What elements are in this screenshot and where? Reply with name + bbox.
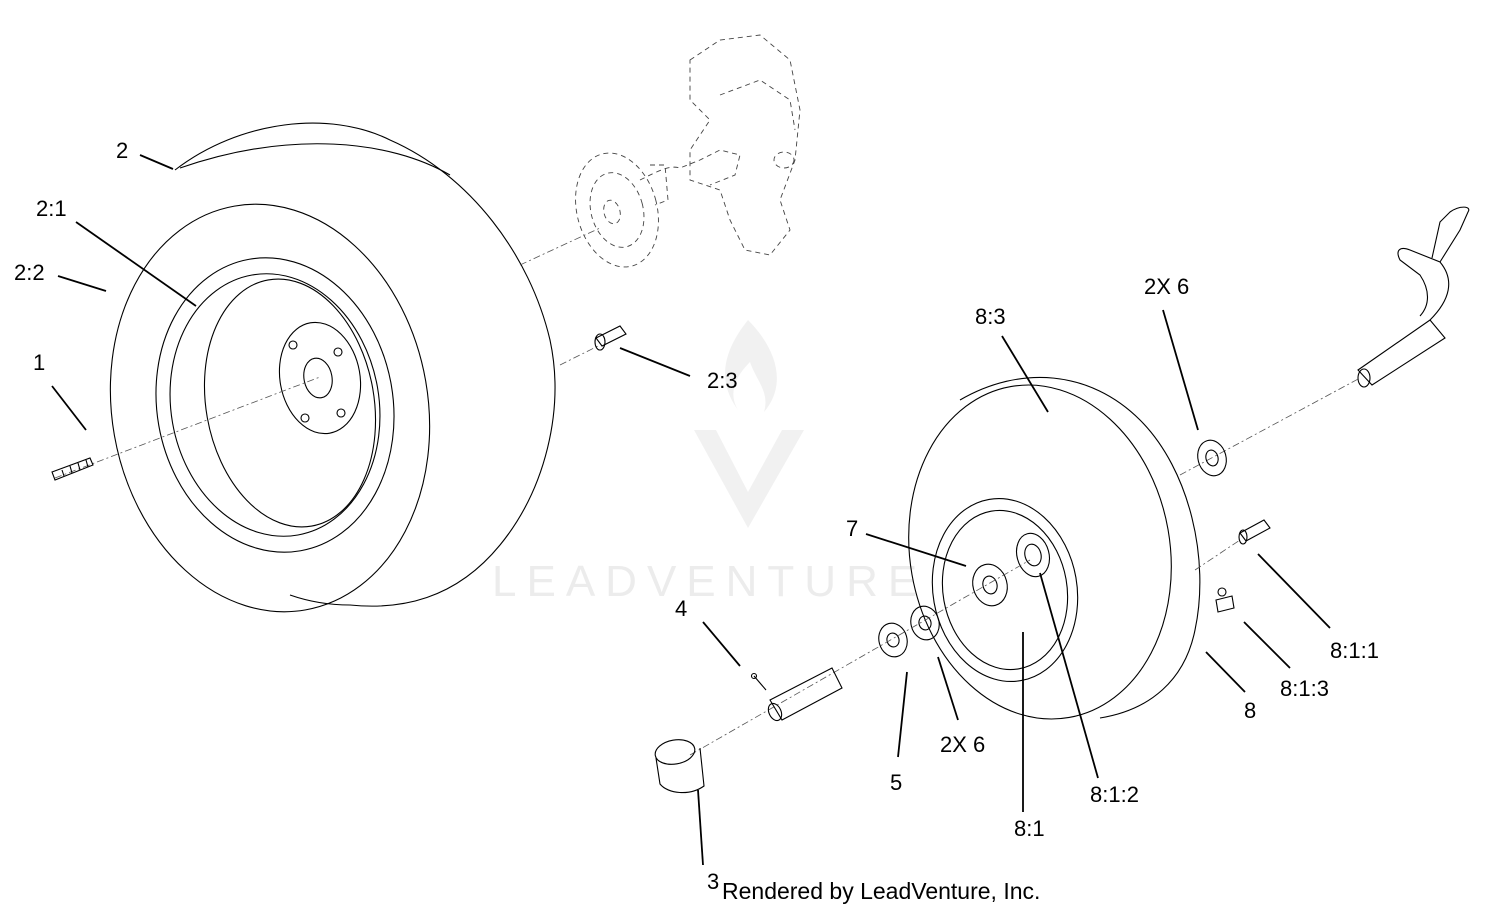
callout-2x6-lower: 2X 6 [940,732,985,757]
washer-part-6-upper [1197,439,1227,477]
leader-8 [1205,651,1246,693]
washer-part-5 [878,622,908,658]
axis-line-caster [689,559,1031,756]
leader-8-3 [1001,335,1049,413]
axis-line-fitting [1194,539,1241,571]
axle-tube [767,667,843,722]
valve-stem-part-2-3 [594,325,627,351]
leader-8-1-3 [1243,621,1291,669]
leader-2x6-upper [1162,309,1199,431]
leader-7 [865,533,967,567]
callout-2: 2 [116,138,128,163]
leader-2-2 [57,275,107,292]
axis-line-left [54,376,321,479]
callout-8-1-1: 8:1:1 [1330,638,1379,663]
axis-line-valve [559,344,601,366]
callout-7: 7 [846,516,858,541]
watermark-logo [694,320,804,528]
bushing-part-7 [972,563,1008,607]
callout-2-3: 2:3 [707,368,738,393]
leader-8-1-2 [1039,572,1099,779]
callout-5: 5 [890,770,902,795]
leader-5 [897,671,908,758]
axis-line-fork [1179,377,1361,476]
cap-part-3 [654,739,705,794]
callout-3: 3 [707,869,719,894]
callout-8-1-3: 8:1:3 [1280,676,1329,701]
callout-1: 1 [33,350,45,375]
watermark-text: LEADVENTURE [492,557,927,606]
leader-1 [51,385,87,431]
callout-8-1: 8:1 [1014,816,1045,841]
callout-2x6-upper: 2X 6 [1144,274,1189,299]
leader-3 [697,789,704,866]
callout-4: 4 [675,596,687,621]
callout-8-1-2: 8:1:2 [1090,782,1139,807]
callout-8-3: 8:3 [975,304,1006,329]
front-spindle-assembly [575,34,801,268]
washer-part-6-lower [910,605,940,641]
fitting-part-8-1-1 [1238,519,1271,545]
zerk-part-8-1-3 [1215,587,1235,613]
callout-2-1: 2:1 [36,196,67,221]
pin-part-4 [750,672,767,691]
callout-8: 8 [1244,698,1256,723]
leader-2x6-lower [937,656,959,721]
bolt-part-1 [51,457,94,481]
render-credit-caption: Rendered by LeadVenture, Inc. [722,878,1040,904]
leader-4 [702,621,741,667]
axis-line-upper [519,227,601,266]
leader-2-1 [75,221,197,307]
leader-8-1-1 [1257,553,1331,629]
leader-2-3 [619,347,691,377]
callout-2-2: 2:2 [14,260,45,285]
right-caster-tire [908,376,1201,720]
caster-fork [1357,206,1470,388]
left-tire [109,122,556,613]
leader-2 [139,154,174,170]
